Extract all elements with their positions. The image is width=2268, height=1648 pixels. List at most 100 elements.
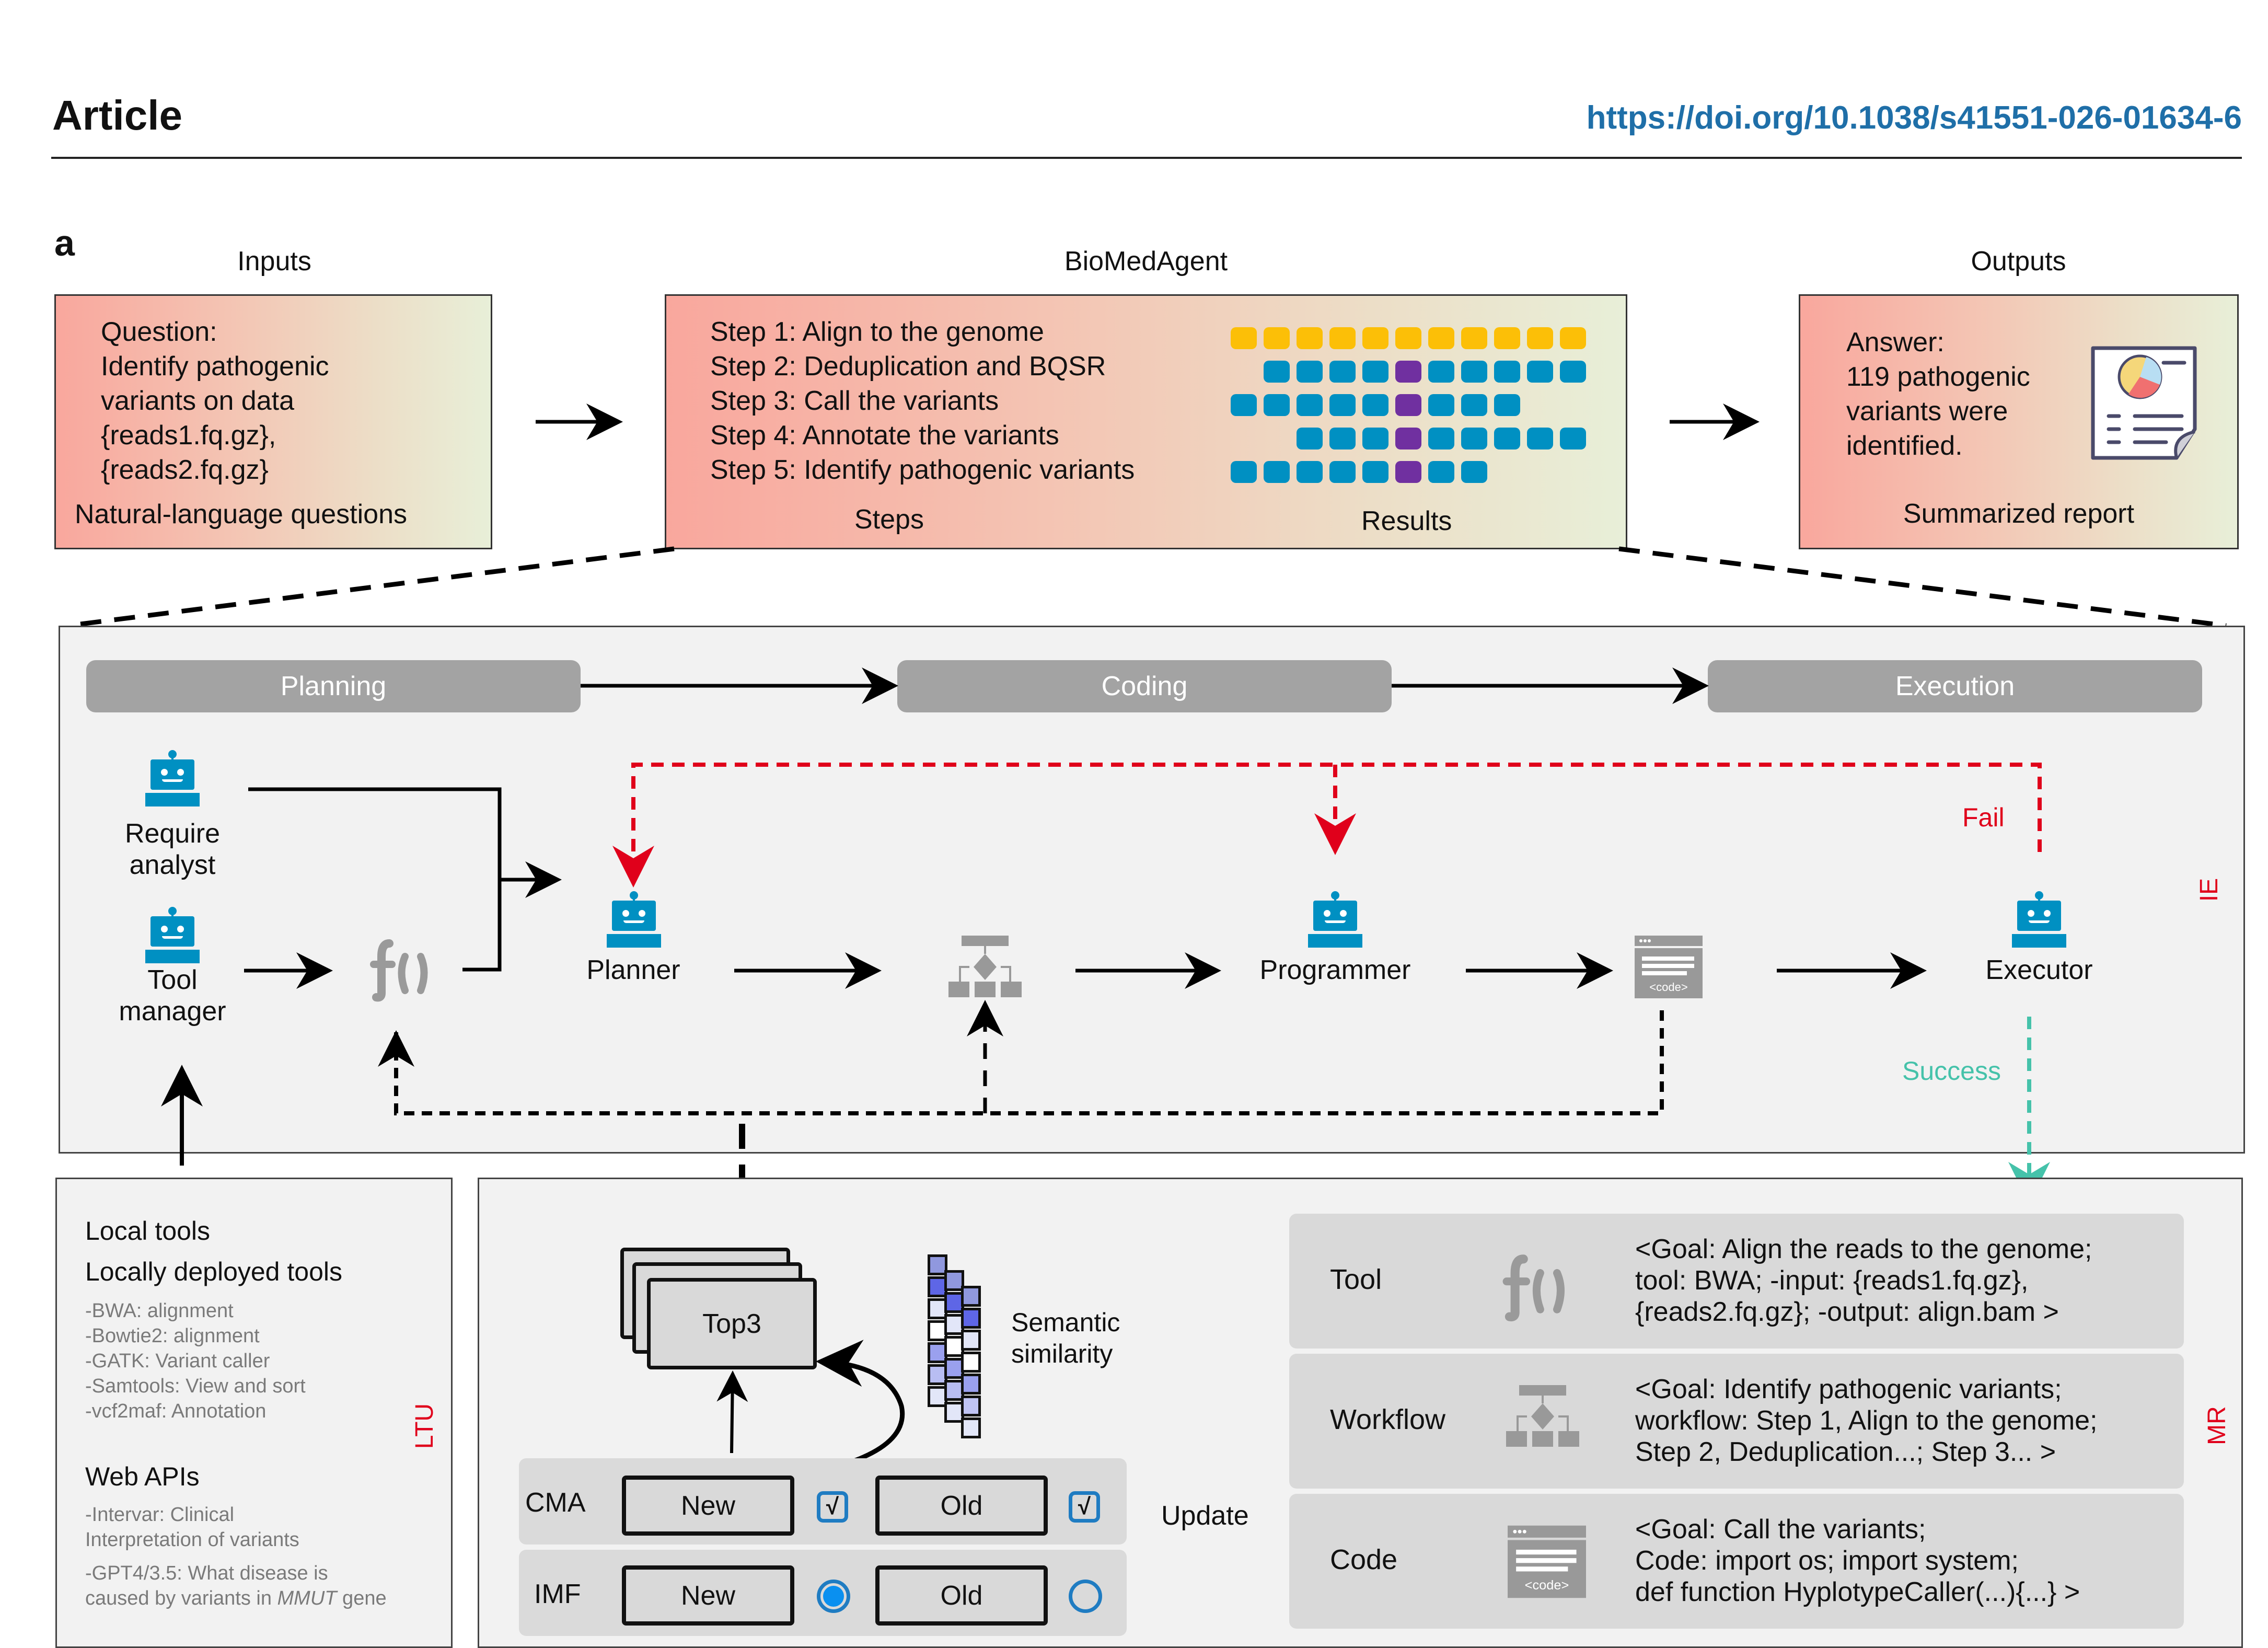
tool-item: -BWA: alignment — [85, 1300, 234, 1322]
memory-row-tool: Tool <Goal: Align the reads to the genom… — [1289, 1214, 2184, 1349]
result-cell — [1494, 394, 1520, 416]
similarity-cell — [961, 1286, 981, 1307]
similarity-cell — [944, 1292, 964, 1313]
executor-label: Executor — [1985, 955, 2093, 985]
tool-item: -Bowtie2: alignment — [85, 1325, 260, 1347]
svg-text:<code>: <code> — [1649, 981, 1687, 994]
result-cell — [1329, 428, 1356, 450]
function-icon — [1502, 1254, 1565, 1322]
imf-old-button[interactable]: Old — [875, 1565, 1048, 1626]
doi-link[interactable]: https://doi.org/10.1038/s41551-026-01634… — [1586, 100, 2242, 136]
result-cell — [1527, 428, 1553, 450]
report-document-icon — [2091, 346, 2197, 460]
web-api-text: -GPT4/3.5: What disease is caused by var… — [85, 1562, 328, 1609]
result-cell — [1362, 361, 1388, 383]
results-grid — [1231, 327, 1596, 483]
answer-line: 119 pathogenic — [1846, 362, 2030, 392]
step-item: Step 2: Deduplication and BQSR — [710, 351, 1106, 382]
similarity-cell — [961, 1308, 981, 1329]
result-cell — [1362, 327, 1388, 349]
similarity-cell — [961, 1417, 981, 1438]
result-cell — [1395, 327, 1421, 349]
result-cell — [1560, 428, 1586, 450]
result-cell — [1395, 394, 1421, 416]
result-cell — [1231, 461, 1257, 483]
result-cell — [1395, 361, 1421, 383]
web-api-item: -Intervar: Clinical Interpretation of va… — [85, 1504, 299, 1551]
result-cell — [1395, 428, 1421, 450]
result-cell — [1297, 327, 1323, 349]
robot-feature — [168, 907, 177, 915]
similarity-cell — [944, 1270, 964, 1291]
result-cell — [1329, 327, 1356, 349]
local-tools-list: -BWA: alignment -Bowtie2: alignment -GAT… — [85, 1298, 306, 1424]
mr-tag: MR — [2203, 1406, 2231, 1445]
result-cell — [1461, 428, 1487, 450]
semantic-similarity-label: Semantic similarity — [1011, 1308, 1120, 1368]
similarity-cell — [928, 1320, 947, 1341]
imf-new-button[interactable]: New — [622, 1565, 794, 1626]
robot-feature — [630, 891, 638, 900]
robot-feature — [162, 936, 183, 939]
robot-feature — [171, 756, 173, 760]
robot-feature — [177, 769, 184, 776]
success-label: Success — [1902, 1056, 2001, 1086]
inputs-caption: Natural-language questions — [75, 499, 407, 529]
memory-label: Tool — [1330, 1264, 1382, 1295]
result-cell — [1264, 327, 1290, 349]
zoom-line-right — [1618, 546, 2227, 628]
robot-feature — [171, 913, 173, 917]
imf-new-radio[interactable] — [817, 1580, 850, 1613]
robot-feature — [162, 779, 183, 782]
robot-feature — [622, 910, 629, 917]
memory-text: <Goal: Identify pathogenic variants; wor… — [1635, 1374, 2098, 1467]
question-line: Identify pathogenic — [101, 351, 329, 382]
result-cell — [1428, 428, 1454, 450]
robot-feature — [2044, 910, 2051, 917]
cma-old-checkbox[interactable]: √ — [1069, 1491, 1100, 1523]
memory-text: <Goal: Align the reads to the genome; to… — [1635, 1234, 2092, 1327]
tool-item: -Samtools: View and sort — [85, 1375, 306, 1397]
panel-letter: a — [54, 223, 75, 263]
cma-new-checkbox[interactable]: √ — [817, 1491, 848, 1523]
workflow-icon — [948, 936, 1022, 997]
robot-feature — [1331, 891, 1339, 900]
robot-feature — [161, 926, 168, 932]
imf-label: IMF — [534, 1579, 581, 1609]
step-item: Step 3: Call the variants — [710, 386, 999, 416]
imf-old-radio[interactable] — [1069, 1580, 1102, 1613]
fail-label: Fail — [1962, 803, 2005, 832]
radio-selected-dot — [823, 1586, 844, 1607]
result-cell — [1362, 461, 1388, 483]
cma-label: CMA — [525, 1488, 586, 1518]
robot-feature — [168, 750, 177, 758]
result-cell — [1428, 394, 1454, 416]
cma-old-button[interactable]: Old — [875, 1476, 1048, 1536]
similarity-cell — [961, 1330, 981, 1351]
update-label: Update — [1161, 1501, 1249, 1531]
question-line: {reads1.fq.gz}, — [101, 420, 276, 451]
result-cell — [1362, 394, 1388, 416]
result-cell — [1362, 428, 1388, 450]
result-cell — [1329, 461, 1356, 483]
result-cell — [1231, 327, 1257, 349]
tool-manager-label: Tool manager — [119, 965, 226, 1027]
result-cell — [1264, 394, 1290, 416]
result-cell — [1329, 394, 1356, 416]
result-cell — [1297, 394, 1323, 416]
result-cell — [1494, 361, 1520, 383]
svg-text:<code>: <code> — [1525, 1578, 1569, 1593]
ltu-panel: Local tools Locally deployed tools -BWA:… — [55, 1178, 453, 1648]
result-cell — [1428, 361, 1454, 383]
executor-robot-icon — [2008, 891, 2070, 949]
cma-new-button[interactable]: New — [622, 1476, 794, 1536]
robot-feature — [633, 897, 635, 902]
result-cell — [1461, 394, 1487, 416]
phase-planning: Planning — [86, 660, 581, 712]
code-window-icon: <code> — [1508, 1525, 1586, 1598]
result-cell — [1527, 327, 1553, 349]
tool-item: -GATK: Variant caller — [85, 1350, 270, 1372]
workflow-icon — [1506, 1385, 1579, 1447]
